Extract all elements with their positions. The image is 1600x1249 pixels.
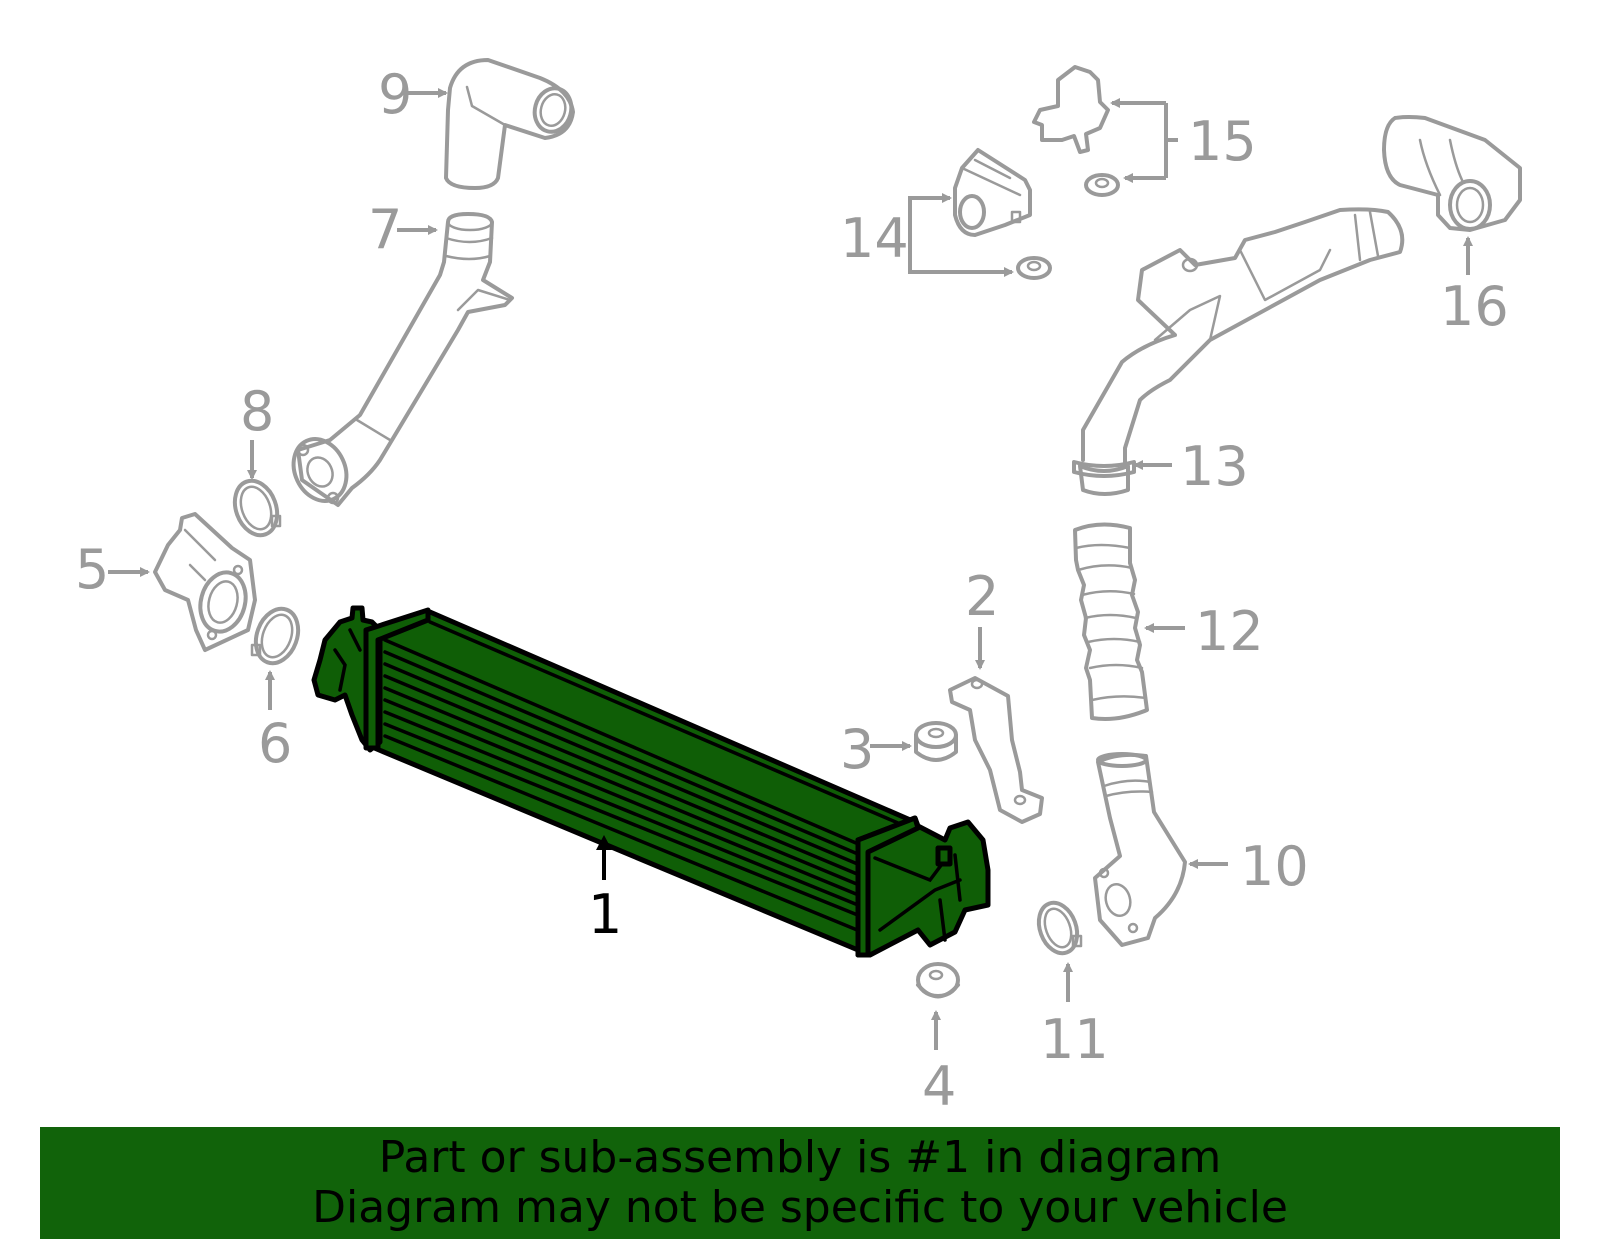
part-5-inlet-adapter[interactable] — [153, 512, 257, 652]
part-12-bellows-hose[interactable] — [1073, 522, 1149, 721]
callout-13-label: 13 — [1180, 435, 1249, 498]
part-16-elbow-hose[interactable] — [1382, 115, 1522, 232]
part-3-grommet[interactable] — [914, 721, 958, 762]
callout-3-label: 3 — [840, 718, 874, 781]
callout-3: 3 — [840, 718, 912, 781]
part-4-insulator[interactable] — [916, 962, 960, 999]
callout-10-label: 10 — [1240, 835, 1309, 898]
callout-7: 7 — [368, 198, 438, 261]
callout-11-label: 11 — [1040, 1008, 1109, 1071]
callout-4-label: 4 — [922, 1055, 956, 1118]
parts-diagram: 9 7 8 5 — [75, 58, 1522, 1118]
callout-8: 8 — [240, 380, 274, 480]
callout-1: 1 — [588, 835, 622, 946]
callout-15: 15 — [1110, 98, 1257, 183]
callout-15-label: 15 — [1188, 110, 1257, 173]
callout-2: 2 — [965, 565, 999, 670]
callout-12-label: 12 — [1195, 600, 1264, 663]
part-6-clamp[interactable] — [249, 603, 306, 669]
callout-13: 13 — [1133, 435, 1249, 498]
banner-line-2: Diagram may not be specific to your vehi… — [312, 1182, 1288, 1233]
callout-10: 10 — [1188, 835, 1309, 898]
callout-4: 4 — [922, 1010, 956, 1118]
part-14-sensor[interactable] — [953, 148, 1052, 280]
callout-6-label: 6 — [258, 712, 292, 775]
part-2-bracket[interactable] — [948, 676, 1044, 824]
part-11-clamp[interactable] — [1032, 897, 1084, 958]
intercooler-core-fins — [383, 620, 907, 934]
callout-5: 5 — [75, 538, 150, 601]
notice-banner: Part or sub-assembly is #1 in diagram Di… — [40, 1127, 1560, 1239]
callout-16: 16 — [1440, 236, 1509, 338]
callout-7-label: 7 — [368, 198, 402, 261]
part-15-sensor[interactable] — [1032, 65, 1120, 197]
callout-14-label: 14 — [840, 207, 909, 270]
part-7-inlet-pipe[interactable] — [284, 212, 514, 510]
part-13-outlet-tube[interactable] — [1072, 207, 1405, 496]
callout-16-label: 16 — [1440, 275, 1509, 338]
callout-11: 11 — [1040, 962, 1109, 1071]
callout-12: 12 — [1144, 600, 1264, 663]
part-10-outlet-pipe[interactable] — [1093, 752, 1187, 947]
callout-8-label: 8 — [240, 380, 274, 443]
callout-14: 14 — [840, 193, 1014, 277]
callout-9: 9 — [378, 63, 448, 126]
part-1-intercooler[interactable] — [311, 605, 991, 958]
callout-5-label: 5 — [75, 538, 109, 601]
banner-line-1: Part or sub-assembly is #1 in diagram — [378, 1132, 1222, 1183]
callout-9-label: 9 — [378, 63, 412, 126]
part-8-clamp[interactable] — [228, 475, 285, 541]
callout-1-label: 1 — [588, 883, 622, 946]
part-9-elbow-hose[interactable] — [444, 58, 576, 190]
callout-6: 6 — [258, 670, 292, 775]
callout-2-label: 2 — [965, 565, 999, 628]
